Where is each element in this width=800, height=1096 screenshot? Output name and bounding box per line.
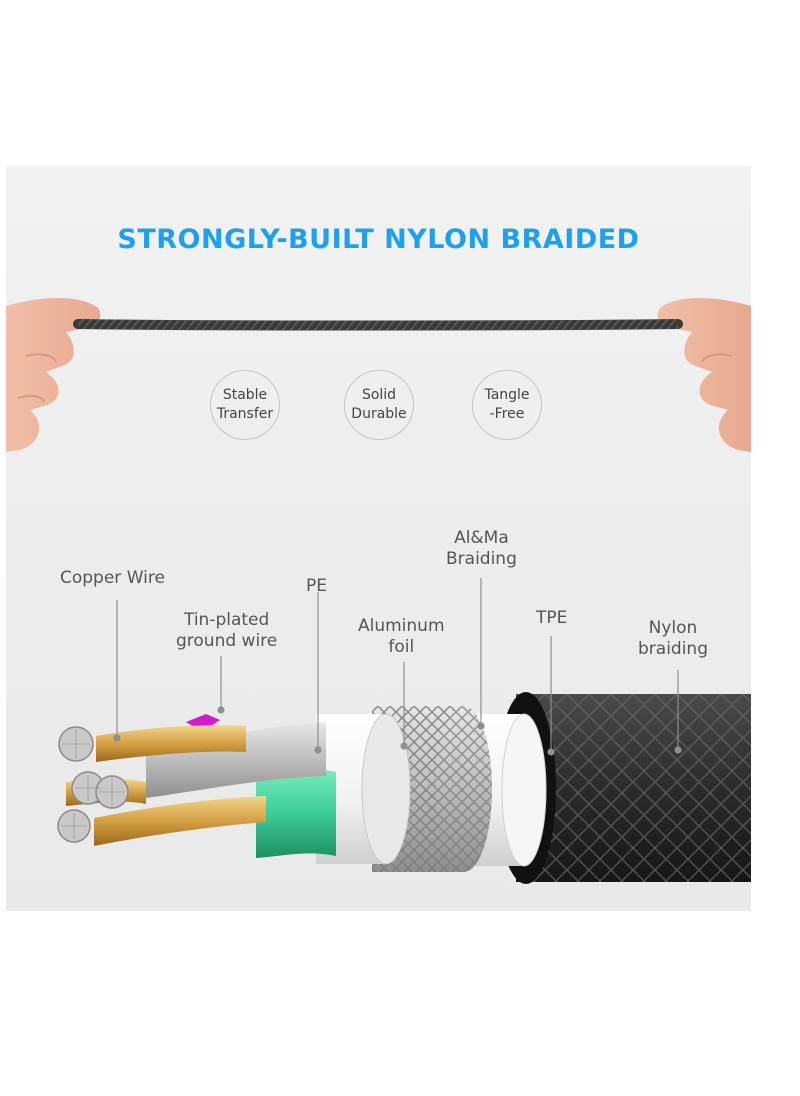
label-tin-plated-ground-wire: Tin-plated ground wire bbox=[176, 610, 277, 652]
label-line: ground wire bbox=[176, 631, 278, 651]
feature-line: Tangle bbox=[484, 387, 530, 403]
feature-line: Transfer bbox=[216, 406, 274, 422]
feature-badge-stable-transfer: Stable Transfer bbox=[210, 370, 280, 440]
label-line: Nylon bbox=[648, 618, 698, 638]
cable-cross-section-illustration bbox=[6, 297, 751, 884]
right-hand-illustration bbox=[657, 297, 751, 452]
label-line: braiding bbox=[638, 639, 709, 659]
label-pe: PE bbox=[306, 576, 327, 596]
label-line: Aluminum bbox=[358, 616, 445, 636]
leader-lines bbox=[113, 578, 682, 756]
product-image-panel: STRONGLY-BUILT NYLON BRAIDED Stable Tran… bbox=[6, 166, 751, 911]
feature-badge-tangle-free: Tangle -Free bbox=[472, 370, 542, 440]
label-line: foil bbox=[388, 637, 415, 657]
label-tpe: TPE bbox=[536, 608, 568, 628]
label-al-ma-braiding: Al&Ma Braiding bbox=[446, 528, 517, 570]
label-line: Tin-plated bbox=[183, 610, 270, 630]
feature-line: Solid bbox=[361, 387, 397, 403]
left-hand-illustration bbox=[6, 297, 101, 452]
feature-line: Durable bbox=[351, 406, 407, 422]
feature-line: Stable bbox=[222, 387, 268, 403]
label-line: Braiding bbox=[446, 549, 517, 569]
label-nylon-braiding: Nylon braiding bbox=[638, 618, 708, 660]
feature-badge-solid-durable: Solid Durable bbox=[344, 370, 414, 440]
feature-line: -Free bbox=[489, 406, 525, 422]
braided-cable-strand bbox=[73, 319, 683, 331]
label-aluminum-foil: Aluminum foil bbox=[358, 616, 445, 658]
headline: STRONGLY-BUILT NYLON BRAIDED bbox=[117, 224, 640, 255]
label-line: Al&Ma bbox=[454, 528, 509, 548]
inner-conductors bbox=[57, 714, 336, 858]
label-copper-wire: Copper Wire bbox=[60, 568, 165, 588]
